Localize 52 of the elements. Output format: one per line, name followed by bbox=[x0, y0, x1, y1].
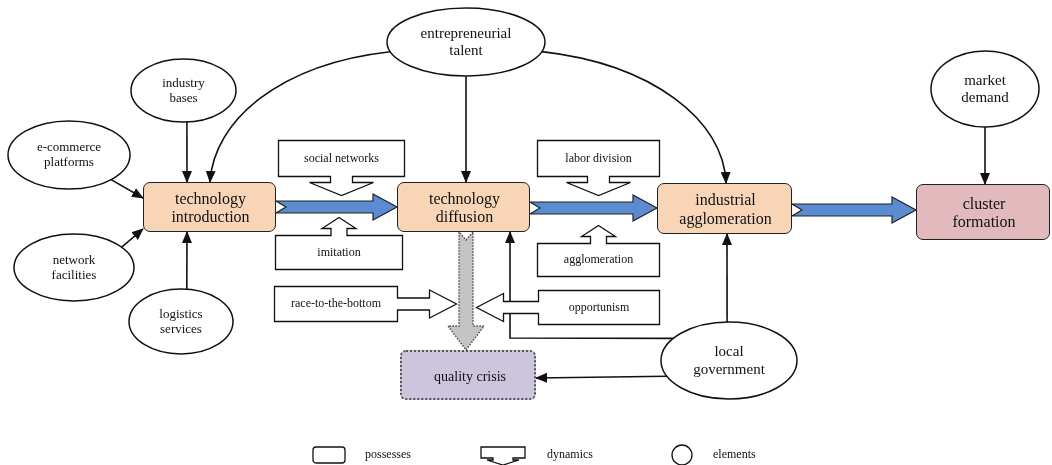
arrow bbox=[461, 75, 471, 183]
flow-arrow bbox=[273, 193, 399, 221]
legend-label: dynamics bbox=[547, 447, 593, 462]
node-label: labor division bbox=[565, 151, 632, 166]
node-label: race-to-the-bottom bbox=[291, 297, 381, 311]
node-label: e-commerce platforms bbox=[35, 140, 103, 170]
stage-box bbox=[143, 182, 276, 232]
node-label: agglomeration bbox=[563, 253, 634, 267]
dotted-block-arrow bbox=[446, 230, 486, 352]
flow-arrow bbox=[789, 196, 918, 224]
dynamics-callout-box bbox=[537, 225, 660, 277]
node-label: industry bases bbox=[161, 75, 206, 106]
stage-box bbox=[916, 184, 1050, 240]
arrow bbox=[110, 178, 144, 199]
element-ellipse bbox=[7, 120, 131, 190]
node-label: industrial agglomeration bbox=[678, 191, 773, 228]
stage-box bbox=[397, 182, 530, 232]
element-ellipse bbox=[13, 233, 135, 302]
node-label: technology introduction bbox=[170, 189, 251, 227]
arrow bbox=[181, 231, 192, 290]
arrow bbox=[535, 372, 668, 383]
node-label: imitation bbox=[317, 245, 361, 260]
arrow bbox=[182, 121, 192, 183]
element-ellipse bbox=[930, 50, 1040, 128]
node-label: market demand bbox=[960, 71, 1010, 107]
element-ellipse bbox=[386, 7, 546, 77]
node-label: entrepreneurial talent bbox=[419, 24, 513, 60]
dynamics-callout-box bbox=[476, 290, 660, 325]
element-ellipse bbox=[130, 58, 237, 123]
dynamics-callout-box bbox=[275, 217, 403, 270]
node-label: technology diffusion bbox=[427, 189, 502, 227]
arrow bbox=[120, 228, 144, 248]
node-label: opportunism bbox=[568, 300, 630, 315]
node-label: social networks bbox=[304, 151, 379, 166]
element-ellipse bbox=[128, 288, 234, 355]
node-label: quality crisis bbox=[434, 368, 506, 386]
node-label: local government bbox=[692, 343, 766, 378]
legend-label: elements bbox=[713, 447, 756, 462]
crisis-box bbox=[400, 350, 536, 400]
node-label: logistics services bbox=[158, 306, 204, 337]
dynamics-callout-box bbox=[537, 140, 660, 196]
arrow bbox=[541, 50, 730, 184]
node-label: network facilities bbox=[50, 252, 98, 283]
arrow bbox=[980, 126, 990, 185]
dynamics-callout-box bbox=[278, 140, 405, 196]
dynamics-callout-box bbox=[274, 286, 457, 322]
element-ellipse bbox=[660, 321, 798, 400]
stage-box bbox=[657, 183, 792, 234]
flow-arrow bbox=[527, 194, 659, 222]
node-label: cluster formation bbox=[951, 194, 1017, 232]
arrow bbox=[722, 233, 732, 323]
legend-label: possesses bbox=[365, 447, 411, 462]
